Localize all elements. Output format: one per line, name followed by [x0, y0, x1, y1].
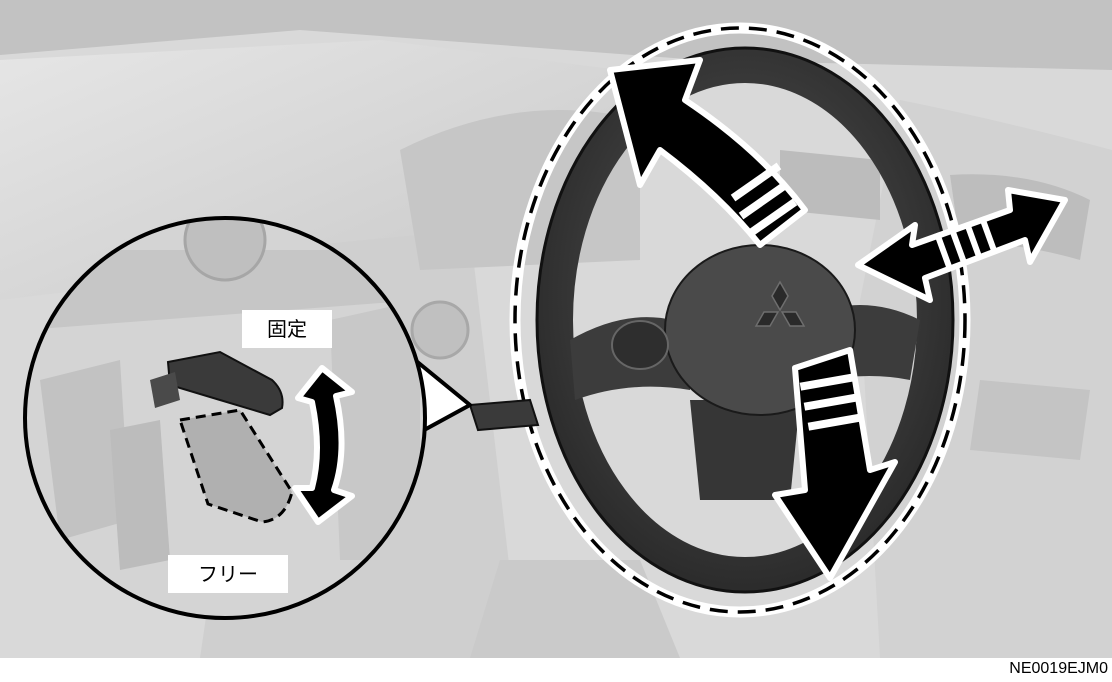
free-label: フリー — [168, 555, 288, 593]
lock-label: 固定 — [242, 310, 332, 348]
window-switch-panel — [970, 380, 1090, 460]
tilt-lever-small — [470, 400, 538, 430]
steering-switch-left — [612, 321, 668, 369]
steering-adjustment-illustration — [0, 0, 1112, 658]
left-air-vent — [412, 302, 468, 358]
figure-code: NE0019EJM0 — [1009, 660, 1108, 678]
steering-wheel-lower-spoke — [690, 400, 800, 500]
